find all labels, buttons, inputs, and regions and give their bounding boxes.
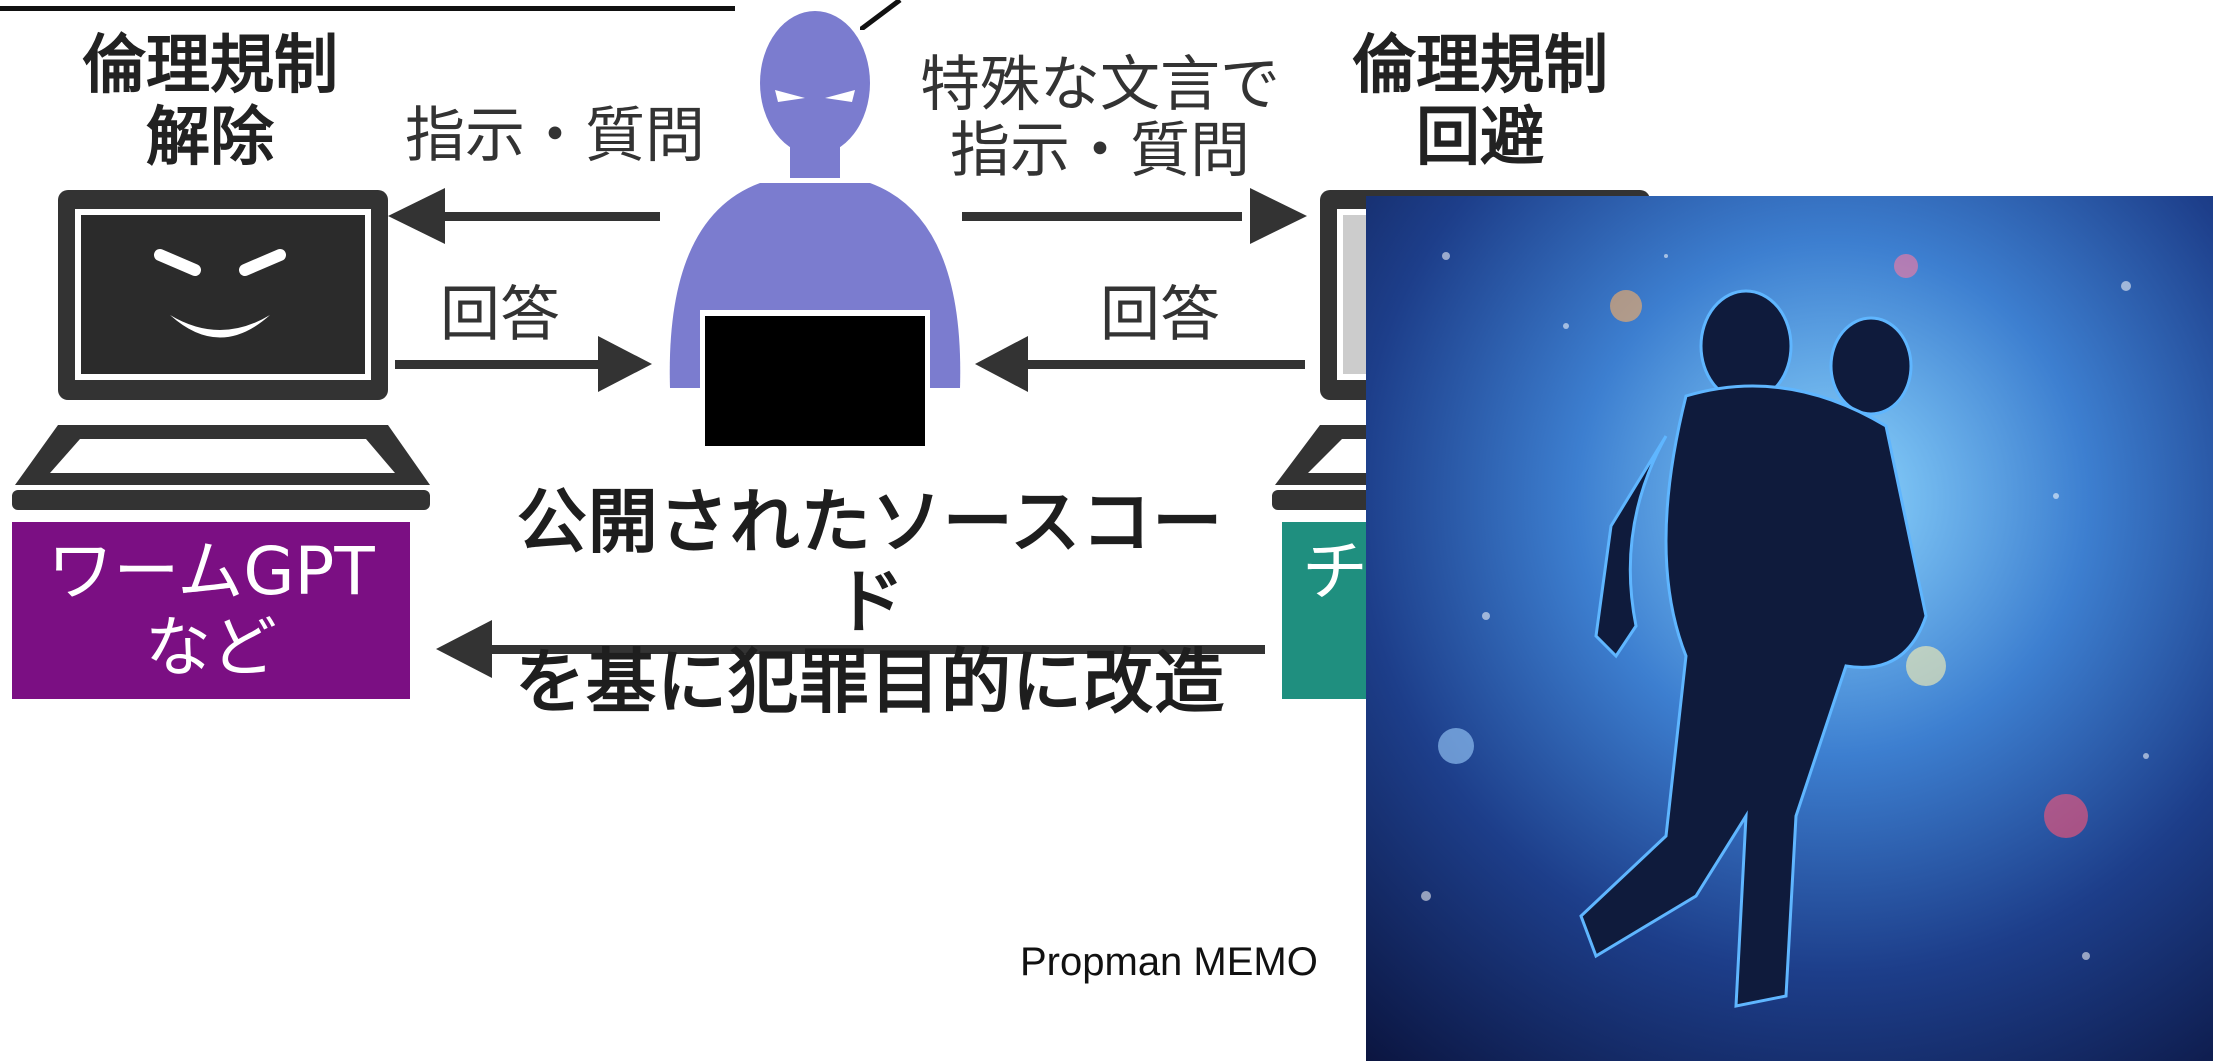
left-answer-label: 回答 [440,280,560,350]
right-box-label: チ [1302,533,1368,610]
left-top-label: 指示・質問 [405,101,705,171]
bottom-label: 公開されたソースコード を基に犯罪目的に改造 [515,481,1225,723]
worm-gpt-box: ワームGPT など [12,522,410,699]
arrows [388,188,1307,678]
top-rule [0,6,735,11]
right-heading: 倫理規制 回避 [1352,29,1608,175]
answer-arrow-left [395,360,625,369]
arrow-head [1250,188,1307,244]
credit-text: Propman MEMO [1020,940,1318,984]
right-answer-label: 回答 [1100,280,1220,350]
robot-photo [1366,196,2213,1061]
arrow-head [436,620,492,678]
right-top-label: 特殊な文言で 指示・質問 [920,50,1280,186]
answer-arrow-right [1020,360,1305,369]
arrow-head [388,188,445,244]
robot-photo-illustration [1421,252,2149,1008]
speech-tail-icon [860,0,902,30]
arrow-to-left-laptop [440,212,660,221]
worm-gpt-label: ワームGPT など [47,533,375,686]
arrow-head [975,336,1028,392]
arrow-to-right-laptop [962,212,1242,221]
laptop-evil-icon [12,190,430,510]
person-icon [669,11,961,448]
bottom-arrow [490,645,1265,654]
arrow-head [598,336,652,392]
left-heading: 倫理規制 解除 [82,29,338,175]
